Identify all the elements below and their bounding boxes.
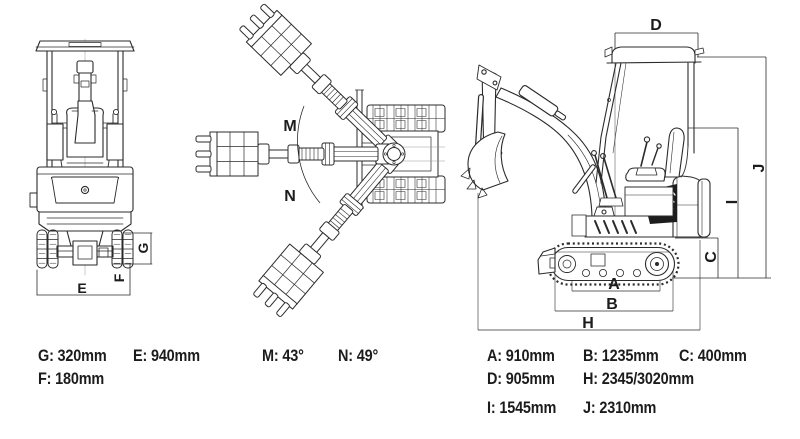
control-levers — [591, 136, 662, 207]
front-dimension-lines — [36, 232, 153, 296]
boom-position-up — [235, 0, 407, 168]
spec-f: F: 180mm — [38, 369, 105, 388]
top-view-diagram: M N — [195, 0, 446, 321]
spec-n: N: 49° — [338, 346, 379, 365]
swing-bearing — [382, 142, 406, 166]
dim-label-d: D — [650, 17, 662, 34]
dim-label-b: B — [606, 296, 618, 313]
spec-b: B: 1235mm — [583, 346, 659, 365]
dozer-blade — [537, 247, 556, 275]
front-view-diagram: G F E — [29, 38, 153, 296]
dim-label-h: H — [582, 315, 594, 332]
front-joysticks — [46, 108, 124, 161]
front-boom-cylinder — [71, 60, 99, 144]
angle-label-n: N — [284, 188, 296, 205]
dim-label-j: J — [751, 164, 768, 173]
bucket — [460, 131, 509, 199]
angle-label-m: M — [283, 118, 296, 135]
spec-d: D: 905mm — [487, 369, 555, 388]
side-view-machine — [460, 46, 711, 286]
front-undercarriage — [36, 229, 134, 269]
boom — [495, 85, 607, 218]
arm-cylinder — [518, 85, 567, 121]
spec-e: E: 940mm — [133, 346, 200, 365]
spec-c: C: 400mm — [679, 346, 747, 365]
dim-label-c: C — [703, 251, 720, 263]
spec-a: A: 910mm — [487, 346, 555, 365]
spec-i: I: 1545mm — [487, 398, 557, 417]
side-dimension-lines — [477, 32, 771, 331]
dim-label-a: A — [608, 276, 620, 293]
dim-label-f: F — [111, 273, 127, 282]
dim-label-i: I — [724, 200, 741, 204]
body-platform — [571, 175, 711, 238]
spec-h: H: 2345/3020mm — [583, 369, 694, 388]
swing-arc — [297, 105, 321, 204]
side-view-diagram: D J I C A B H — [460, 17, 771, 332]
spec-g: G: 320mm — [38, 346, 107, 365]
spec-m: M: 43° — [262, 346, 304, 365]
dim-label-e: E — [77, 280, 86, 296]
dim-label-g: G — [135, 242, 151, 253]
front-body — [29, 166, 134, 247]
front-canopy — [35, 40, 135, 168]
spec-j: J: 2310mm — [583, 398, 657, 417]
boom-position-down — [249, 142, 409, 321]
tracks — [546, 242, 680, 286]
canopy — [595, 46, 705, 184]
boom-position-straight — [195, 131, 391, 177]
